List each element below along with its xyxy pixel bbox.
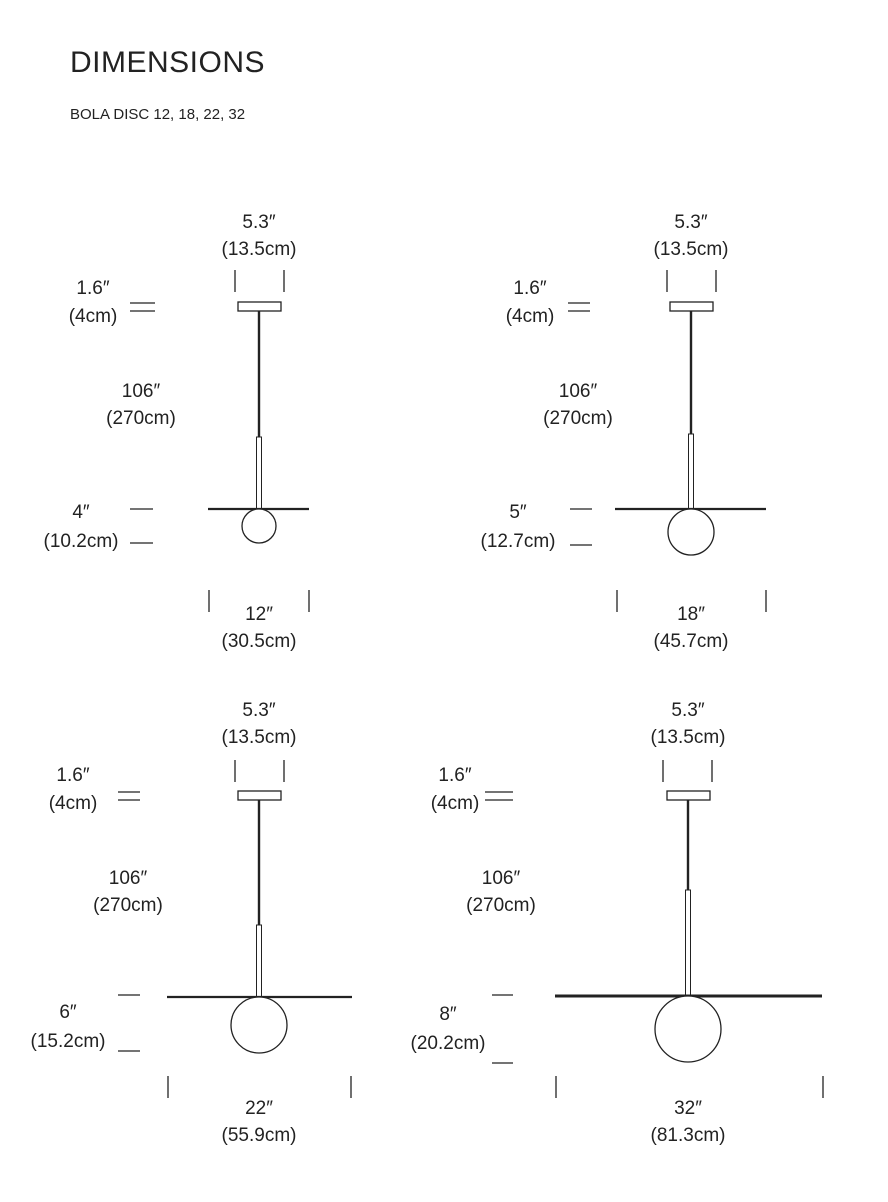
canopy-width-cm-label: (13.5cm) <box>222 727 297 748</box>
cord-length-label: 106″ <box>559 381 598 402</box>
canopy-width-cm-label: (13.5cm) <box>222 239 297 260</box>
disc-width-cm-label: (81.3cm) <box>651 1125 726 1146</box>
globe-height-label: 6″ <box>59 1002 77 1023</box>
cord-length-cm-label: (270cm) <box>543 408 613 429</box>
globe-height-cm-label: (12.7cm) <box>481 531 556 552</box>
canopy-height-cm-label: (4cm) <box>431 793 480 814</box>
globe-height-label: 4″ <box>72 502 90 523</box>
globe <box>654 995 722 1063</box>
rod <box>688 433 694 510</box>
canopy-height-cm-label: (4cm) <box>69 306 118 327</box>
cord-length-cm-label: (270cm) <box>93 895 163 916</box>
canopy-width-label: 5.3″ <box>671 700 704 721</box>
disc-width-label: 32″ <box>674 1098 702 1119</box>
globe-height-cm-label: (10.2cm) <box>44 531 119 552</box>
canopy-height-label: 1.6″ <box>76 278 109 299</box>
rod <box>256 924 262 998</box>
canopy <box>237 790 282 801</box>
disc-width-cm-label: (30.5cm) <box>222 631 297 652</box>
rod <box>256 436 262 510</box>
disc-width-label: 12″ <box>245 604 273 625</box>
canopy <box>666 790 711 801</box>
canopy-width-label: 5.3″ <box>242 700 275 721</box>
cord-length-label: 106″ <box>122 381 161 402</box>
page-title: DIMENSIONS <box>70 46 266 79</box>
globe-height-label: 8″ <box>439 1004 457 1025</box>
canopy-width-cm-label: (13.5cm) <box>654 239 729 260</box>
disc-width-label: 22″ <box>245 1098 273 1119</box>
rod <box>685 889 691 997</box>
cord-length-label: 106″ <box>482 868 521 889</box>
canopy-width-label: 5.3″ <box>242 212 275 233</box>
cord-length-label: 106″ <box>109 868 148 889</box>
globe-height-label: 5″ <box>509 502 527 523</box>
cord-length-cm-label: (270cm) <box>466 895 536 916</box>
disc-width-cm-label: (45.7cm) <box>654 631 729 652</box>
page-subtitle: BOLA DISC 12, 18, 22, 32 <box>70 106 246 123</box>
disc-width-label: 18″ <box>677 604 705 625</box>
globe-height-cm-label: (20.2cm) <box>411 1033 486 1054</box>
cord-length-cm-label: (270cm) <box>106 408 176 429</box>
canopy-height-label: 1.6″ <box>513 278 546 299</box>
globe <box>230 996 288 1054</box>
globe <box>667 508 715 556</box>
canopy-width-label: 5.3″ <box>674 212 707 233</box>
canopy-width-cm-label: (13.5cm) <box>651 727 726 748</box>
globe-height-cm-label: (15.2cm) <box>31 1031 106 1052</box>
canopy-height-cm-label: (4cm) <box>506 306 555 327</box>
canopy <box>237 301 282 312</box>
canopy <box>669 301 714 312</box>
canopy-height-label: 1.6″ <box>56 765 89 786</box>
canopy-height-label: 1.6″ <box>438 765 471 786</box>
disc-width-cm-label: (55.9cm) <box>222 1125 297 1146</box>
globe <box>241 508 277 544</box>
canopy-height-cm-label: (4cm) <box>49 793 98 814</box>
